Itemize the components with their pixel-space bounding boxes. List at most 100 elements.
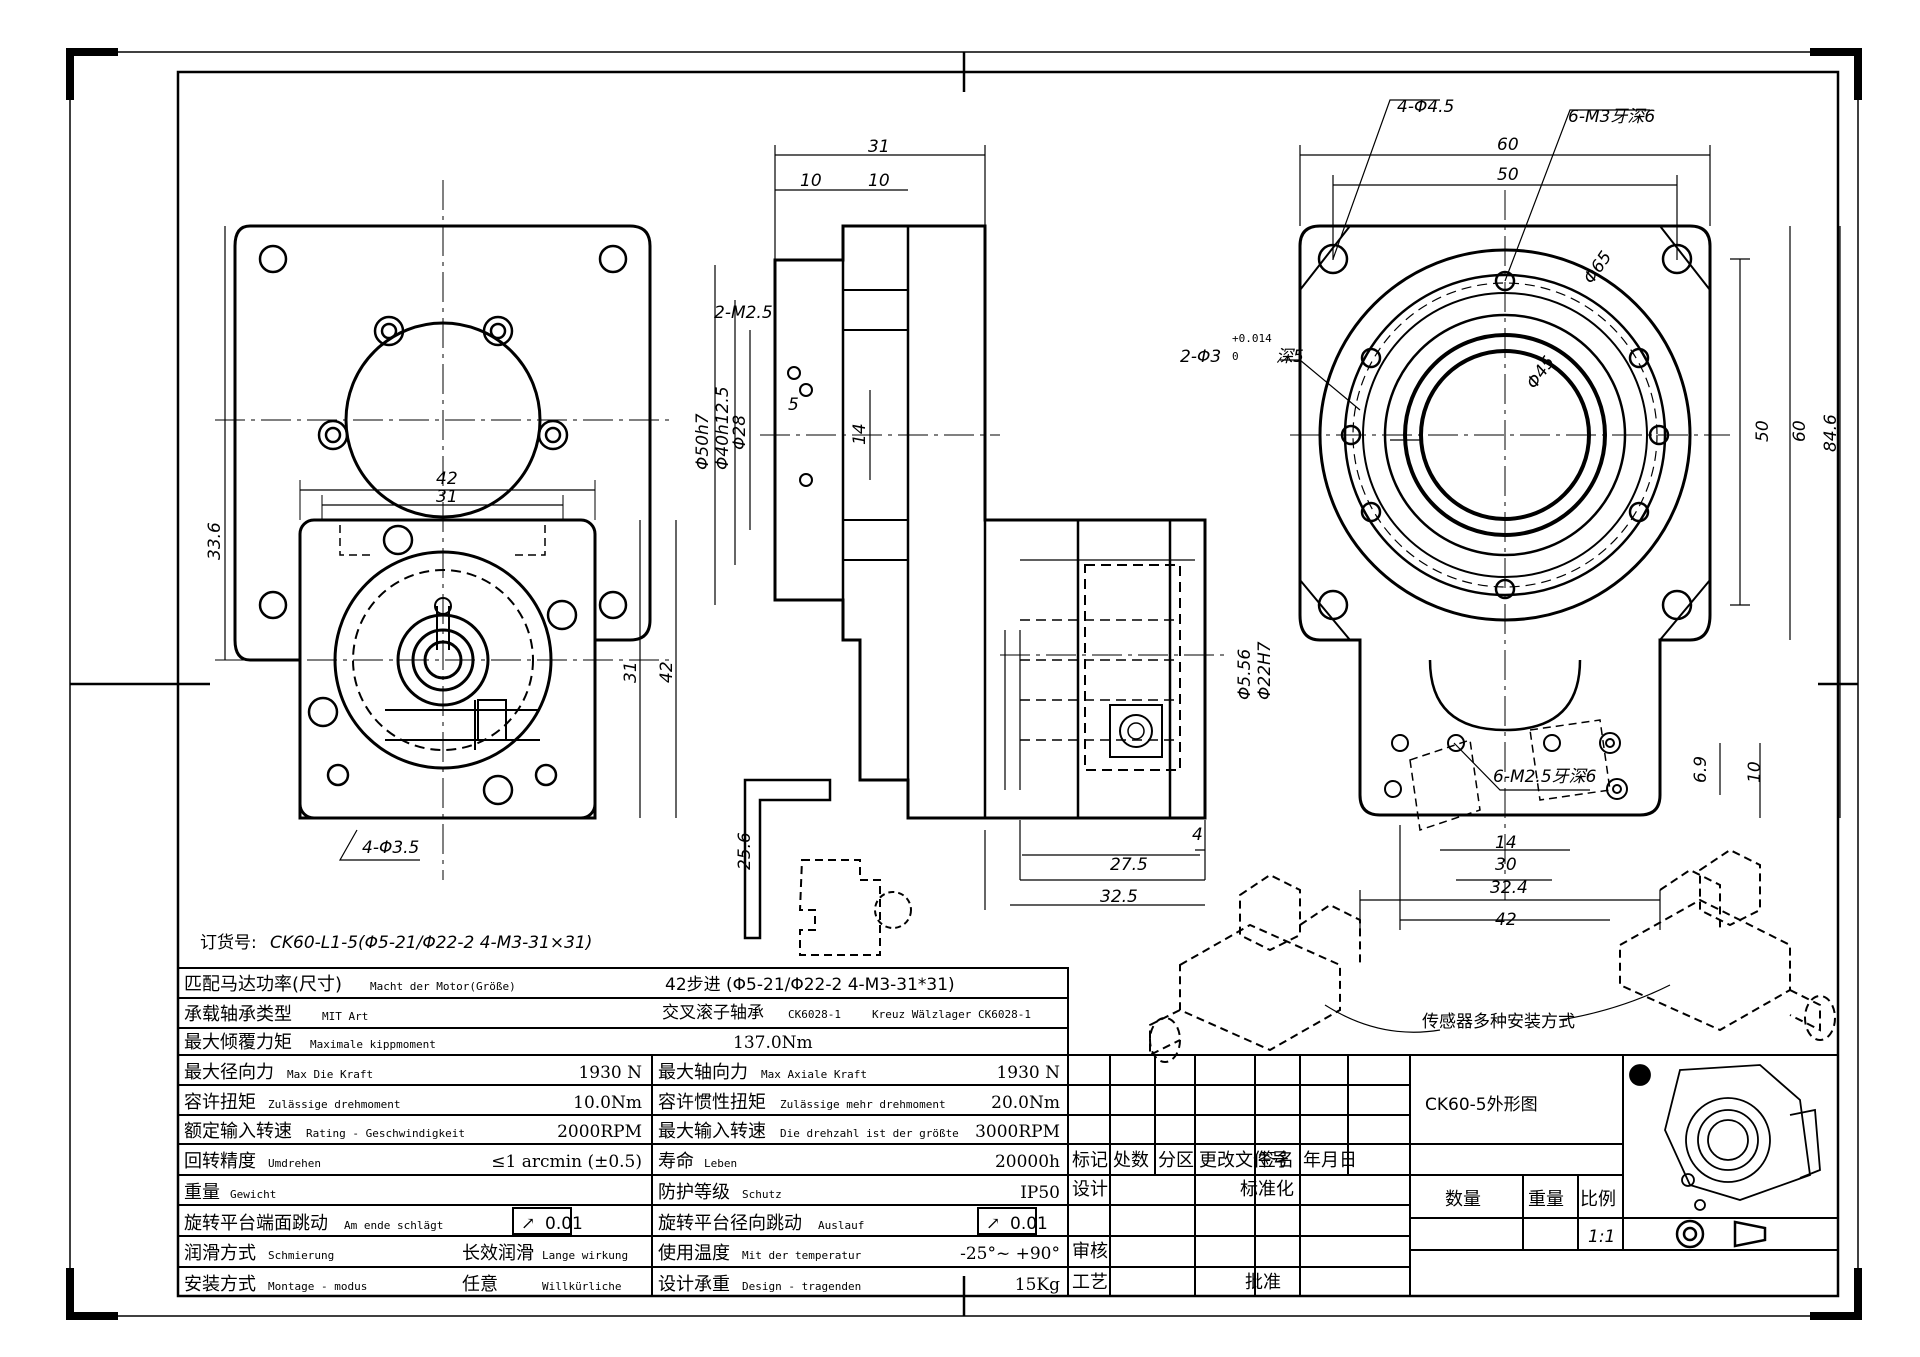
dim-10-right: 10 [1745,761,1765,783]
spec-row-l-de: Max Die Kraft [287,1068,373,1081]
spec-row-l-cn: 润滑方式 [184,1243,256,1264]
spec-tilt-cn: 最大倾覆力矩 [184,1032,292,1053]
spec-row-r-de: Zulässige mehr drehmoment [780,1098,946,1111]
spec-row-l-cn: 容许扭矩 [184,1092,256,1113]
dim-10a: 10 [800,171,822,191]
dim-4-d4-5: 4-Φ4.5 [1397,97,1454,117]
title-block-grid [1067,1054,1839,1297]
order-label: 订货号: [200,933,257,953]
tb-process: 工艺 [1072,1272,1108,1293]
dim-60-right: 60 [1497,135,1519,155]
dim-42-right: 42 [1495,910,1517,930]
dim-d40: Φ40h12.5 [713,386,733,470]
tb-review: 审核 [1072,1241,1108,1262]
spec-row-r-de: Schutz [742,1188,782,1201]
spec-row-l-val: ≤1 arcmin (±0.5) [491,1152,642,1172]
corner-mark-br [1810,1268,1862,1320]
spec-row-l-val: 任意 [462,1274,498,1295]
dim-10b: 10 [868,171,890,191]
projection-symbol-icon [1675,1219,1767,1249]
spec-row-r-cn: 最大轴向力 [658,1062,748,1083]
dim-pin-tol0: 0 [1232,350,1239,363]
symbol-arrow-icon-2: ↗ [986,1214,1000,1234]
tb-title: CK60-5外形图 [1425,1095,1538,1115]
spec-motor-val: 42步进 (Φ5-21/Φ22-2 4-M3-31*31) [665,975,955,995]
symbol-arrow-icon: ↗ [521,1214,535,1234]
dim-d5-56: Φ5.56 [1235,649,1255,700]
dim-42-side: 42 [657,661,677,683]
spec-row-l-cn: 最大径向力 [184,1062,274,1083]
dim-42-left: 42 [436,469,458,489]
tb-header-4: 签名 [1258,1150,1294,1171]
spec-row-l-val: 长效润滑 [462,1243,534,1264]
spec-row-l-cn: 重量 [184,1182,220,1203]
dim-14-side: 14 [850,423,870,445]
dim-25-6: 25.6 [735,832,755,870]
dim-4: 4 [1192,825,1203,845]
spec-row-l-de: Gewicht [230,1188,276,1201]
spec-row-l-de: Rating - Geschwindigkeit [306,1127,465,1140]
spec-row-r-val: 20.0Nm [991,1093,1060,1113]
corner-mark-tr [1810,48,1862,100]
corner-mark-tl [66,48,118,100]
side-view [714,145,1230,956]
spec-row-r-de: Auslauf [818,1219,864,1232]
dim-33-6: 33.6 [205,522,225,560]
spec-row-l-val: 10.0Nm [573,1093,642,1113]
tb-approve: 批准 [1245,1272,1281,1293]
spec-row-r-val: 3000RPM [975,1122,1060,1142]
tb-header-0: 标记 [1072,1150,1108,1171]
spec-bearing-val: 交叉滚子轴承 [662,1003,764,1023]
spec-row-l-val: 0.01 [545,1214,583,1234]
spec-tilt-de: Maximale kippmoment [310,1038,436,1051]
sensor-mount-iso-right [1619,848,1836,1041]
spec-row-l-de: Schmierung [268,1249,334,1262]
spec-row-l-cn: 额定输入转速 [184,1121,292,1142]
tb-scale-label: 比例 [1580,1189,1616,1210]
dim-30-right: 30 [1495,855,1517,875]
dim-pin-depth: 深5 [1276,347,1304,367]
dim-14-right: 14 [1495,833,1517,853]
corner-mark-bl [66,1268,118,1320]
tb-design: 设计 [1072,1179,1108,1200]
spec-row-r-de: Leben [704,1157,737,1170]
product-thumbnail [1625,1058,1835,1216]
dim-5: 5 [788,395,799,415]
dim-31-left: 31 [436,487,458,507]
dim-6-m2-5: 6-M2.5牙深6 [1493,767,1597,787]
dim-27-5: 27.5 [1110,855,1148,875]
spec-bearing-de-val: Kreuz Wälzlager CK6028-1 [872,1008,1031,1021]
spec-row-r-de: Design - tragenden [742,1280,861,1293]
dim-2-d3: 2-Φ3 [1180,347,1221,367]
spec-row-l-val-de: Willkürliche [542,1280,621,1293]
spec-motor-cn: 匹配马达功率(尺寸) [184,974,342,995]
dim-pin-tol: +0.014 [1232,332,1272,345]
dim-holes-3-5: 4-Φ3.5 [362,838,419,858]
dim-32-4: 32.4 [1490,878,1528,898]
spec-row-r-val: IP50 [1020,1183,1060,1203]
sensor-mount-iso-left [1149,873,1361,1063]
spec-row-r-cn: 设计承重 [658,1274,730,1295]
spec-row-r-cn: 旋转平台径向跳动 [658,1213,802,1234]
spec-tilt-val: 137.0Nm [733,1033,813,1053]
dim-2-m2-5: 2-M2.5 [714,303,773,323]
spec-row-r-de: Max Axiale Kraft [761,1068,867,1081]
spec-row-l-val: 1930 N [578,1063,642,1083]
spec-row-r-cn: 寿命 [658,1151,694,1172]
tb-qty: 数量 [1445,1189,1481,1210]
spec-row-l-val-de: Lange wirkung [542,1249,628,1262]
dim-31-side: 31 [621,661,641,683]
dim-d45: Φ45 [1523,353,1559,393]
spec-row-l-de: Umdrehen [268,1157,321,1170]
tb-header-5: 年月日 [1303,1150,1357,1171]
sensor-note: 传感器多种安装方式 [1422,1012,1575,1032]
front-view-left [215,180,677,880]
dim-50-right: 50 [1497,165,1519,185]
spec-row-r-cn: 容许惯性扭矩 [658,1092,766,1113]
dim-d50h7: Φ50h7 [693,413,713,470]
spec-row-r-de: Mit der temperatur [742,1249,862,1262]
sensor-note-leader [1324,984,1671,1033]
spec-bearing-model: CK6028-1 [788,1008,841,1021]
front-view-right [1280,99,1841,930]
